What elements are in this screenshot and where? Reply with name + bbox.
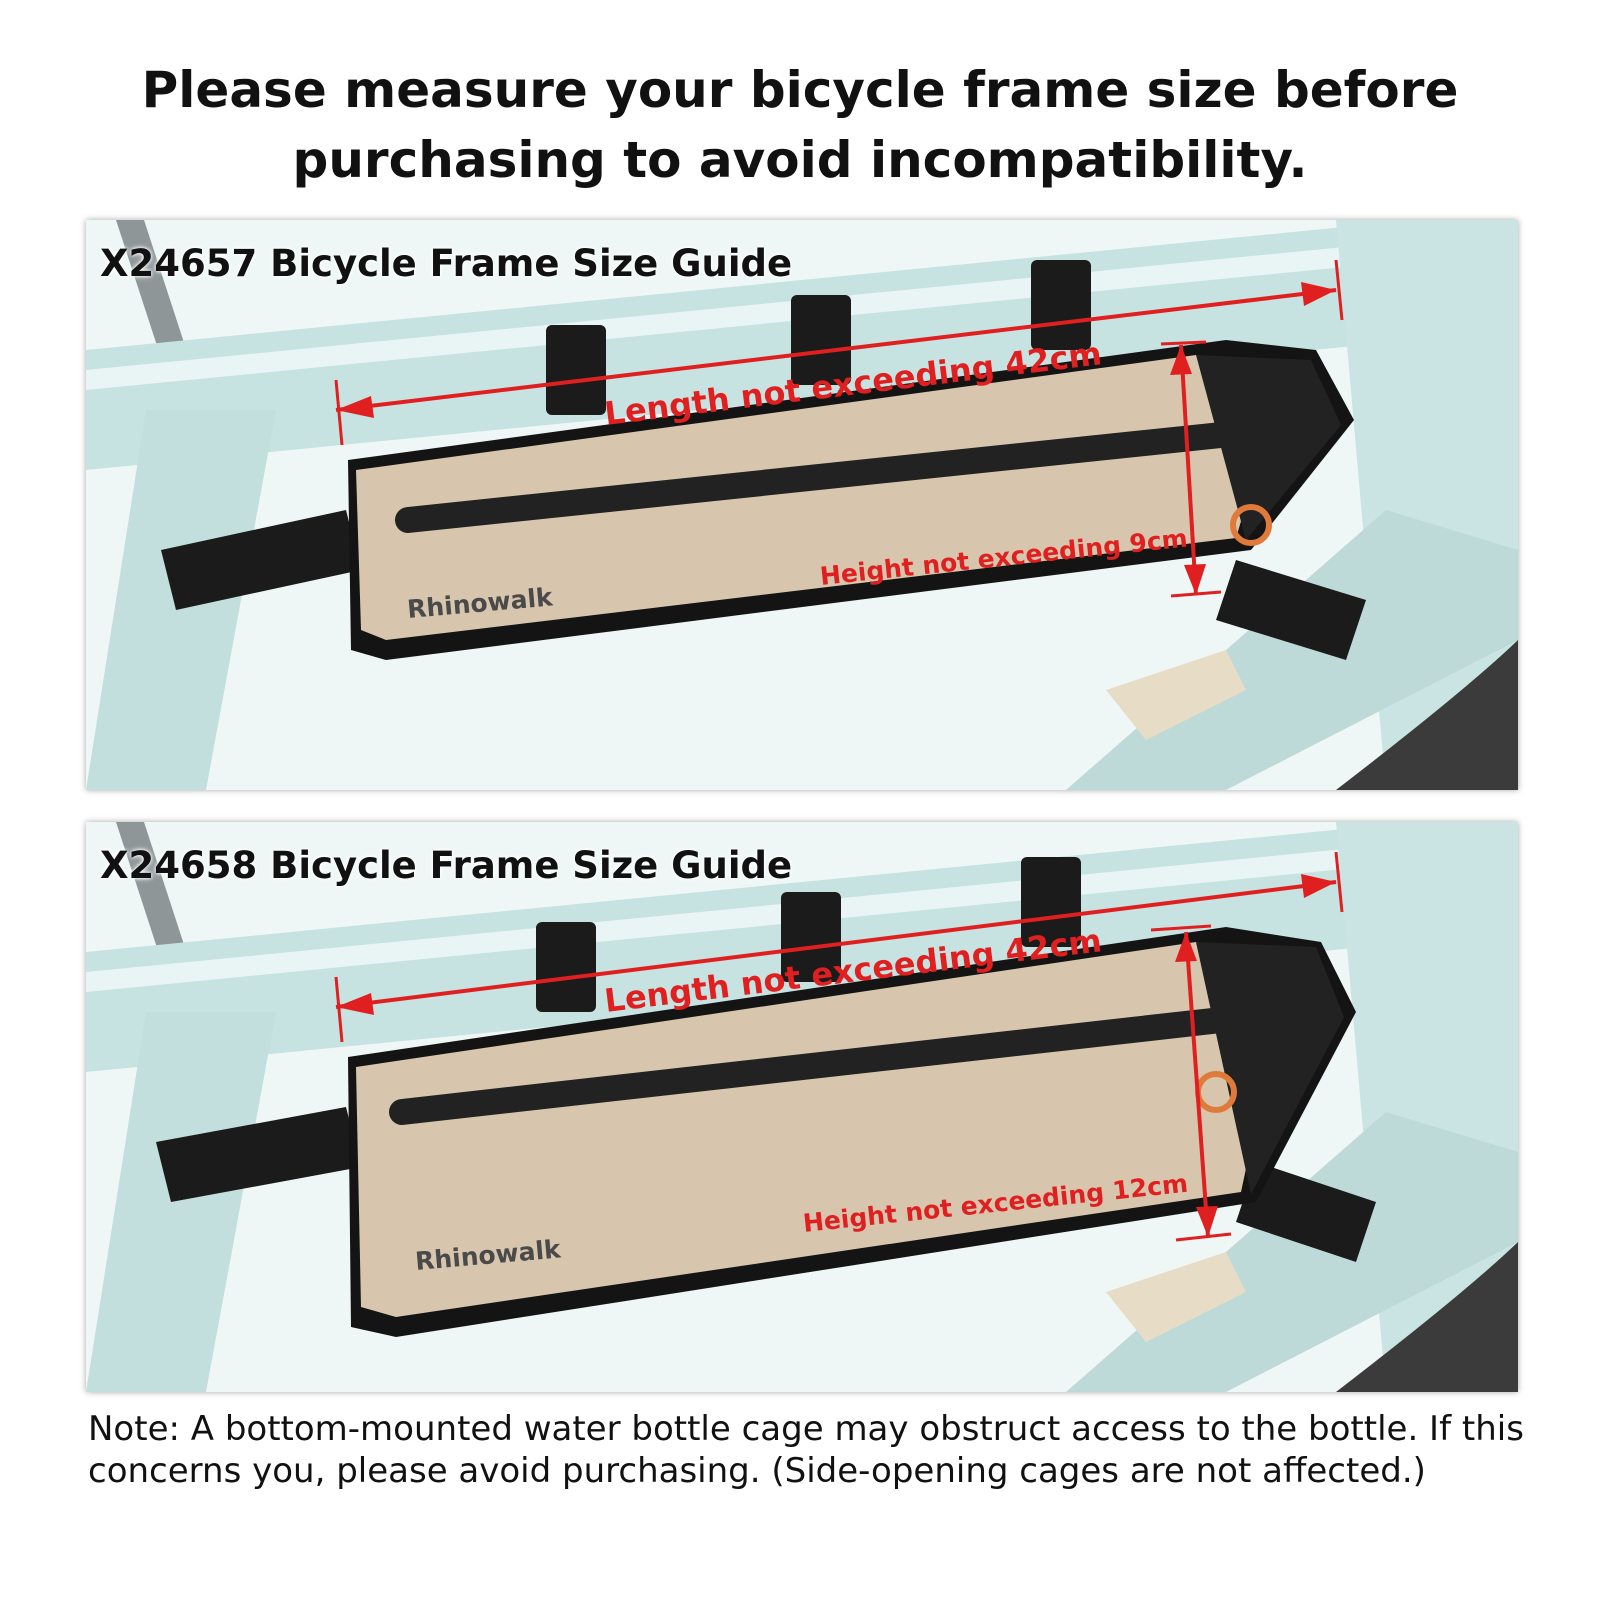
height-measure-line <box>1184 931 1210 1238</box>
height-arrow-bottom <box>1184 564 1206 595</box>
length-measure-line <box>335 880 1337 1009</box>
zipper <box>389 1007 1234 1125</box>
height-tick-top <box>1150 924 1212 932</box>
height-tick-top <box>1160 340 1207 346</box>
rear-strap <box>161 510 361 610</box>
headline-line-2: purchasing to avoid incompatibility. <box>292 131 1308 189</box>
headline-line-1: Please measure your bicycle frame size b… <box>141 61 1459 119</box>
seat-tube <box>86 1012 276 1392</box>
length-arrow-left <box>336 396 374 418</box>
velcro-strap-1 <box>546 325 606 415</box>
frame-decal <box>1106 650 1246 740</box>
length-tick-right <box>1334 259 1344 321</box>
length-tick-right <box>1334 851 1344 913</box>
velcro-strap-2 <box>781 892 841 982</box>
frame-bag-body <box>356 355 1286 640</box>
length-tick-left <box>334 379 344 446</box>
compatibility-note: Note: A bottom-mounted water bottle cage… <box>88 1409 1524 1491</box>
front-strap <box>1216 560 1366 660</box>
length-arrow-right <box>1301 282 1336 306</box>
zipper <box>395 422 1234 533</box>
velcro-strap-1 <box>536 922 596 1012</box>
height-arrow-bottom <box>1196 1206 1218 1237</box>
velcro-strap-3 <box>1021 857 1081 947</box>
front-tire <box>1336 640 1518 790</box>
height-arrow-top <box>1175 932 1197 962</box>
length-arrow-right <box>1301 874 1336 898</box>
bike-frame-illustration: Length not exceeding 42cm Height not exc… <box>86 220 1518 790</box>
velcro-strap-2 <box>791 295 851 385</box>
length-measure-line <box>335 288 1337 412</box>
panel-title: X24657 Bicycle Frame Size Guide <box>100 242 793 285</box>
rear-strap <box>156 1107 361 1202</box>
frame-decal <box>1106 1252 1246 1342</box>
size-guide-panel-x24657: Length not exceeding 42cm Height not exc… <box>86 220 1518 790</box>
bike-frame-illustration: Length not exceeding 42cm Height not exc… <box>86 822 1518 1392</box>
size-guide-panel-x24658: Length not exceeding 42cm Height not exc… <box>86 822 1518 1392</box>
front-strap <box>1236 1162 1376 1262</box>
headline: Please measure your bicycle frame size b… <box>0 55 1600 195</box>
front-tire <box>1336 1242 1518 1392</box>
length-arrow-left <box>336 993 374 1015</box>
frame-bag-front-panel <box>1196 355 1341 540</box>
height-arrow-top <box>1170 345 1192 375</box>
height-tick-bottom <box>1175 1232 1232 1242</box>
panel-title: X24658 Bicycle Frame Size Guide <box>100 844 793 887</box>
length-tick-left <box>334 976 344 1043</box>
height-tick-bottom <box>1170 590 1222 598</box>
height-measure-line <box>1179 344 1198 596</box>
frame-bag-front-panel <box>1196 942 1344 1194</box>
zipper-pull-icon <box>1230 504 1272 546</box>
velcro-strap-3 <box>1031 260 1091 350</box>
